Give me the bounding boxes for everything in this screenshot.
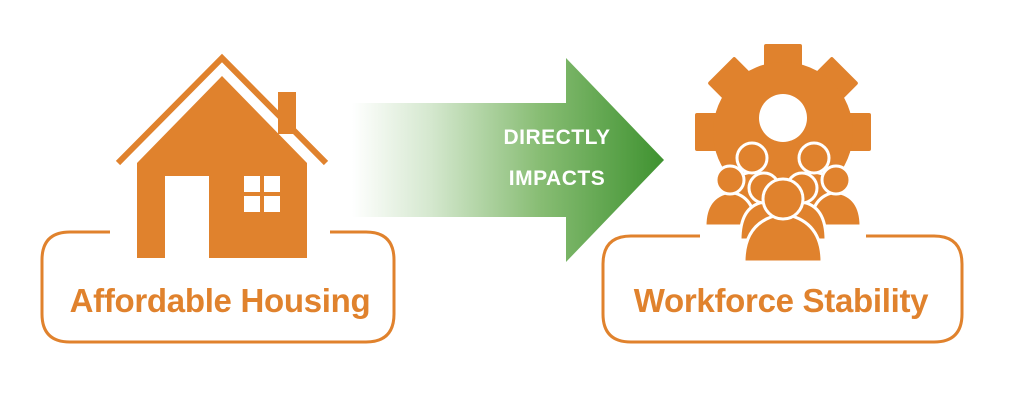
affordable-housing-label: Affordable Housing — [69, 282, 371, 319]
house-icon — [115, 53, 329, 258]
gear-people-icon — [695, 44, 871, 264]
right-label-frame — [601, 234, 964, 344]
arrow-right-icon — [352, 58, 664, 262]
left-label-frame — [40, 230, 396, 344]
workforce-stability-label: Workforce Stability — [633, 282, 929, 319]
arrow-label-line-1: DIRECTLY — [503, 126, 611, 149]
arrow-label-line-2: IMPACTS — [508, 167, 606, 190]
